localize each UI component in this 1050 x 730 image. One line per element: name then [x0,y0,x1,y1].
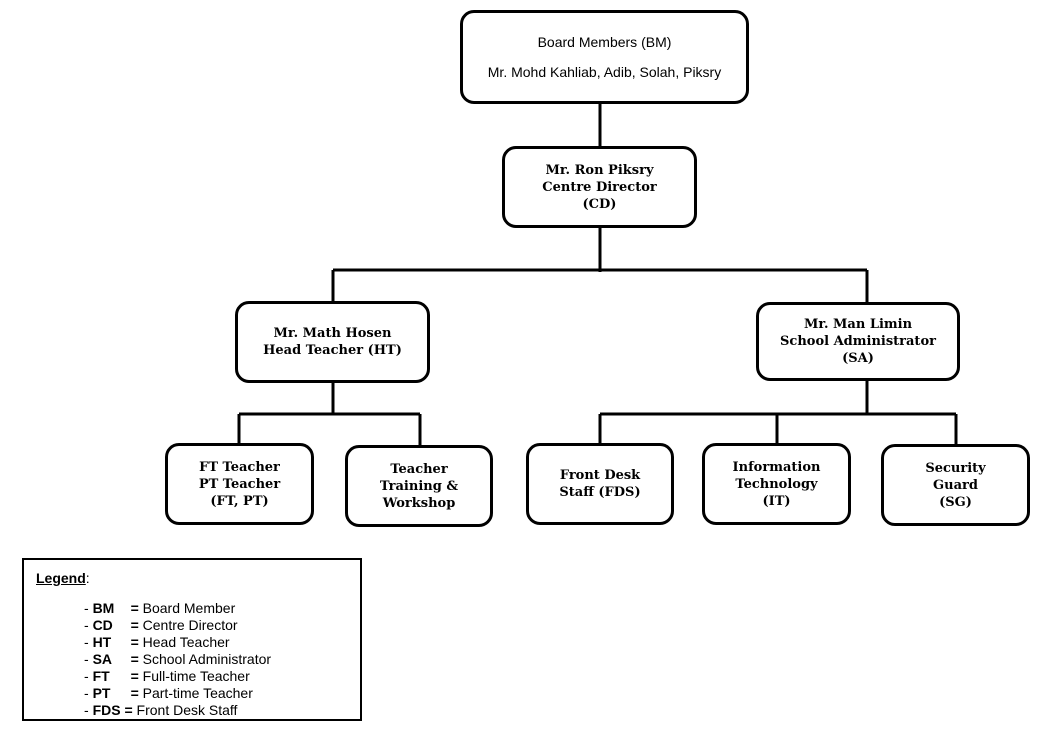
pt-teacher-label: PT Teacher [198,476,281,492]
legend-title-colon: : [85,570,90,586]
node-school-administrator: Mr. Man Limin School Administrator (SA) [756,302,960,381]
board-names: Mr. Mohd Kahliab, Adib, Solah, Piksry [487,64,722,80]
legend-abbr: FT [92,668,110,684]
legend-abbr: SA [92,651,113,667]
front-desk-line-1: Front Desk [559,468,641,483]
head-teacher-name: Mr. Math Hosen [273,326,392,341]
legend-title: Legend: [36,570,90,586]
legend-meaning: Full-time Teacher [142,668,250,684]
node-ft-pt-teacher: FT Teacher PT Teacher (FT, PT) [165,443,314,525]
legend-item-cd: - CD= Centre Director [84,617,238,633]
legend-item-ft: - FT= Full-time Teacher [84,668,250,684]
it-line-1: Information [732,459,821,475]
legend-abbr: HT [92,634,112,650]
legend-title-text: Legend [36,570,86,586]
school-admin-role: School Administrator [780,334,936,349]
director-abbr: (CD) [582,196,617,212]
ft-pt-abbr: (FT, PT) [210,493,269,509]
training-line-2: Training & [379,478,459,494]
legend-item-ht: - HT= Head Teacher [84,634,230,650]
node-board-members: Board Members (BM) Mr. Mohd Kahliab, Adi… [460,10,749,104]
security-abbr: (SG) [939,494,972,510]
legend-meaning: School Administrator [142,651,272,667]
legend-meaning: Part-time Teacher [142,685,253,701]
legend-abbr: FDS [92,702,121,718]
node-security-guard: Security Guard (SG) [881,444,1030,526]
board-title: Board Members (BM) [537,34,672,50]
legend-item-fds: - FDS = Front Desk Staff [84,702,238,718]
director-role: Centre Director [542,179,657,195]
school-admin-abbr: (SA) [842,351,874,366]
front-desk-line-2: Staff (FDS) [559,485,641,500]
it-line-2: Technology [735,476,818,492]
legend-item-pt: - PT= Part-time Teacher [84,685,253,701]
ft-teacher-label: FT Teacher [199,459,280,475]
legend-abbr: CD [92,617,113,633]
director-name: Mr. Ron Piksry [545,162,654,178]
legend-item-sa: - SA= School Administrator [84,651,272,667]
node-information-technology: Information Technology (IT) [702,443,851,525]
legend-item-bm: - BM= Board Member [84,600,236,616]
legend-meaning: Centre Director [142,617,238,633]
legend-abbr: BM [92,600,115,616]
security-line-2: Guard [933,477,978,493]
legend-list: - BM= Board Member - CD= Centre Director… [84,600,271,719]
legend-meaning: Front Desk Staff [136,702,238,718]
node-teacher-training: Teacher Training & Workshop [345,445,493,527]
training-line-1: Teacher [390,461,448,477]
node-centre-director: Mr. Ron Piksry Centre Director (CD) [502,146,697,228]
legend-meaning: Head Teacher [142,634,230,650]
it-abbr: (IT) [762,493,791,509]
legend-abbr: PT [92,685,111,701]
school-admin-name: Mr. Man Limin [803,317,913,332]
legend-meaning: Board Member [142,600,236,616]
node-head-teacher: Mr. Math Hosen Head Teacher (HT) [235,301,430,383]
legend-box: Legend: - BM= Board Member - CD= Centre … [22,558,362,721]
security-line-1: Security [925,460,986,476]
training-line-3: Workshop [382,495,456,511]
node-front-desk-staff: Front Desk Staff (FDS) [526,443,674,525]
head-teacher-role: Head Teacher (HT) [263,343,402,358]
